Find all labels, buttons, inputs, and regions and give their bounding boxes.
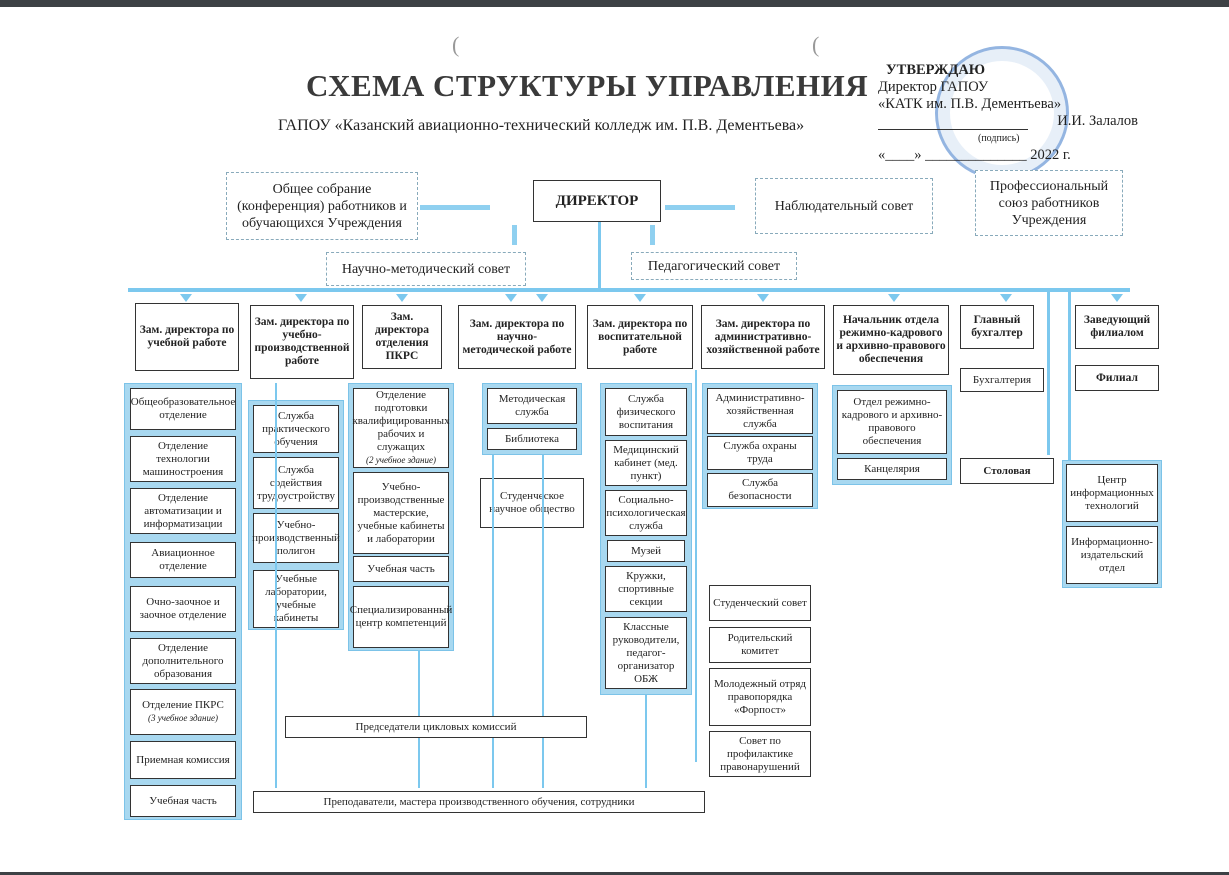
double-arrow-icon [420,205,490,210]
signature-line: И.И. Залалов [878,113,1138,130]
canteen-box: Столовая [960,458,1054,484]
unit-box: Специализированный центр компетенций [350,586,452,648]
unit-box: Отделение ПКРС(3 учебное здание) [130,689,236,735]
signature-caption: (подпись) [978,133,1020,144]
unit-box: Служба содействия трудоустройству [253,457,339,509]
branch-head-box: Заведующий филиалом [1075,305,1159,349]
side-box: Совет по профилактике правонарушений [709,731,811,777]
connector-line [695,370,697,762]
head-hr-box: Начальник отдела режимно-кадрового и арх… [833,305,949,375]
arrow-down-icon [757,294,769,302]
approval-line2: «КАТК им. П.В. Дементьева» [878,96,1062,112]
arrow-down-icon [396,294,408,302]
unit-box: Учебные лаборатории, учебные кабинеты [253,570,339,628]
deputy-box-upbringing: Зам. директора по воспитательной работе [587,305,693,369]
arrow-down-icon [536,294,548,302]
deputy-box-admin: Зам. директора по административно-хозяйс… [701,305,825,369]
unit-box: Методическая служба [487,388,577,424]
arrow-down-icon [180,294,192,302]
connector-line [645,695,647,788]
unit-box: Очно-заочное и заочное отделение [130,586,236,632]
double-arrow-icon [650,225,655,245]
arrow-down-icon [1111,294,1123,302]
director-box: ДИРЕКТОР [533,180,661,222]
approval-date: «____» ______________ 2022 г. [878,147,1071,163]
sci-council-box: Научно-методический совет [326,252,526,286]
unit-box: Учебно-производственный полигон [252,513,340,563]
unit-box: Кружки, спортивные секции [605,566,687,612]
double-arrow-icon [512,225,517,245]
unit-box: Отделение технологии машиностроения [130,436,236,482]
connector-line [1068,290,1071,460]
unit-box: Общеобразовательное отделение [130,388,236,430]
connector-line [275,383,277,788]
unit-box: Канцелярия [837,458,947,480]
approval-line1: Директор ГАПОУ [878,79,989,95]
arrow-down-icon [1000,294,1012,302]
unit-box: Социально-психологическая служба [605,490,687,536]
unit-box: Бухгалтерия [960,368,1044,392]
unit-box: Служба охраны труда [707,436,813,470]
arrow-down-icon [634,294,646,302]
arrow-down-icon [505,294,517,302]
side-box: Родительский комитет [709,627,811,663]
double-arrow-icon [665,205,735,210]
unit-box: Служба безопасности [707,473,813,507]
unit-box: Авиационное отделение [130,542,236,578]
deputy-box-pkrs: Зам. директора отделения ПКРС [362,305,442,369]
side-box: Молодежный отряд правопорядка «Форпост» [709,668,811,726]
main-bus-line [128,288,1130,292]
unit-box: Отделение дополнительного образования [130,638,236,684]
deputy-box-scientific: Зам. директора по научно-методической ра… [458,305,576,369]
chief-accountant-box: Главный бухгалтер [960,305,1034,349]
arrow-down-icon [888,294,900,302]
punch-hole-mark: ( [812,32,820,57]
page-subtitle: ГАПОУ «Казанский авиационно-технический … [278,117,805,134]
unit-box: Классные руководители, педагог-организат… [605,617,687,689]
unit-box: Отдел режимно-кадрового и архивно-правов… [837,390,947,454]
connector-line [542,455,544,788]
viewer-bottom-bar [0,872,1229,875]
student-science-society-box: Студенческое научное общество [480,478,584,528]
approval-signer: И.И. Залалов [1057,113,1138,129]
cycle-commissions-box: Председатели цикловых комиссий [285,716,587,738]
viewer-top-bar [0,0,1229,7]
unit-box: Служба физического воспитания [605,388,687,436]
unit-box: Медицинский кабинет (мед. пункт) [605,440,687,486]
unit-box: Приемная комиссия [130,741,236,779]
unit-box: Учебная часть [353,556,449,582]
connector-line [598,222,601,290]
connector-line [1047,290,1050,455]
approval-block: УТВЕРЖДАЮ Директор ГАПОУ «КАТК им. П.В. … [878,62,1138,164]
connector-line [492,455,494,788]
unit-box: Учебная часть [130,785,236,817]
trade-union-box: Профессиональный союз работников Учрежде… [975,170,1123,236]
unit-box: Учебно-производственные мастерские, учеб… [353,472,449,554]
general-meeting-box: Общее собрание (конференция) работников … [226,172,418,240]
arrow-down-icon [295,294,307,302]
unit-box: Филиал [1075,365,1159,391]
unit-box: Центр информационных технологий [1066,464,1158,522]
unit-box: Библиотека [487,428,577,450]
page-title: СХЕМА СТРУКТУРЫ УПРАВЛЕНИЯ [306,68,869,103]
approval-head: УТВЕРЖДАЮ [886,62,986,78]
unit-box: Административно-хозяйственная служба [707,388,813,434]
unit-box: Служба практического обучения [253,405,339,453]
supervisory-board-box: Наблюдательный совет [755,178,933,234]
unit-box: Отделение автоматизации и информатизации [130,488,236,534]
staff-box: Преподаватели, мастера производственного… [253,791,705,813]
deputy-box-academic: Зам. директора по учебной работе [135,303,239,371]
deputy-box-production: Зам. директора по учебно-производственно… [250,305,354,379]
unit-box: Музей [607,540,685,562]
unit-box: Отделение подготовки квалифицированных р… [352,388,450,468]
side-box: Студенческий совет [709,585,811,621]
punch-hole-mark: ( [452,32,460,57]
unit-box: Информационно-издательский отдел [1066,526,1158,584]
ped-council-box: Педагогический совет [631,252,797,280]
